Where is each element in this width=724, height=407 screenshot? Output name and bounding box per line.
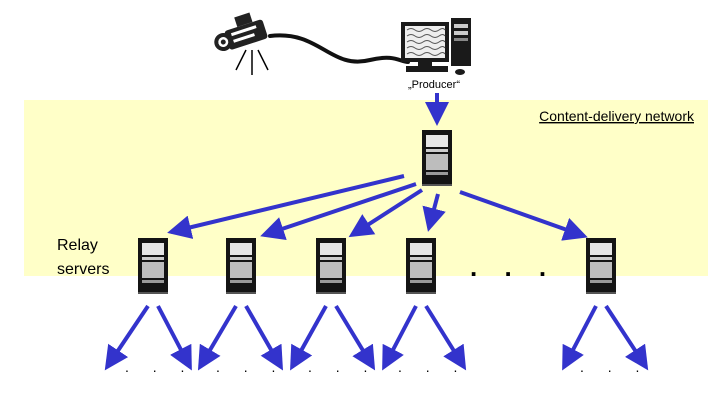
ellipsis-below-relay-3: . . .: [308, 359, 377, 375]
relay-server-icon: [226, 238, 256, 294]
arrow-relay-4-right: [424, 304, 467, 371]
arrow-relay-1-left: [104, 304, 150, 371]
relay-label-line1: Relay: [57, 237, 98, 254]
desktop-computer-icon: [401, 18, 471, 75]
video-camera-icon: [214, 12, 269, 75]
arrow-relay-2-right: [244, 305, 283, 371]
relay-server-icon: [586, 238, 616, 294]
arrow-relay-3-left: [290, 305, 328, 371]
arrow-root-to-relay-4: [422, 193, 446, 232]
producer-label: „Producer“: [408, 79, 460, 91]
network-label: Content-delivery network: [539, 108, 695, 124]
arrow-relay-5-right: [604, 304, 649, 371]
arrow-relay-1-right: [156, 305, 192, 371]
ellipsis-between-relays: . . .: [470, 252, 556, 282]
relay-server-icon: [406, 238, 436, 294]
arrow-relay-4-left: [382, 305, 418, 371]
arrow-root-to-relay-3: [348, 188, 424, 238]
ellipsis-below-relay-2: . . .: [216, 359, 285, 375]
ellipsis-below-relay-5: . . .: [580, 359, 649, 375]
ellipsis-below-relay-1: . . .: [125, 359, 194, 375]
relay-server-icon: [138, 238, 168, 294]
relay-label-line2: servers: [57, 261, 109, 278]
arrow-root-to-relay-5: [459, 190, 588, 241]
arrow-relay-3-right: [334, 304, 376, 371]
ellipsis-below-relay-4: . . .: [398, 359, 467, 375]
root-server-icon: [422, 130, 452, 186]
camera-cable: [268, 33, 410, 64]
arrow-root-to-relay-2: [260, 182, 417, 241]
relay-server-icon: [316, 238, 346, 294]
arrow-relay-2-left: [197, 304, 238, 371]
arrow-relay-5-left: [562, 305, 598, 371]
arrow-root-to-relay-1: [167, 174, 405, 239]
